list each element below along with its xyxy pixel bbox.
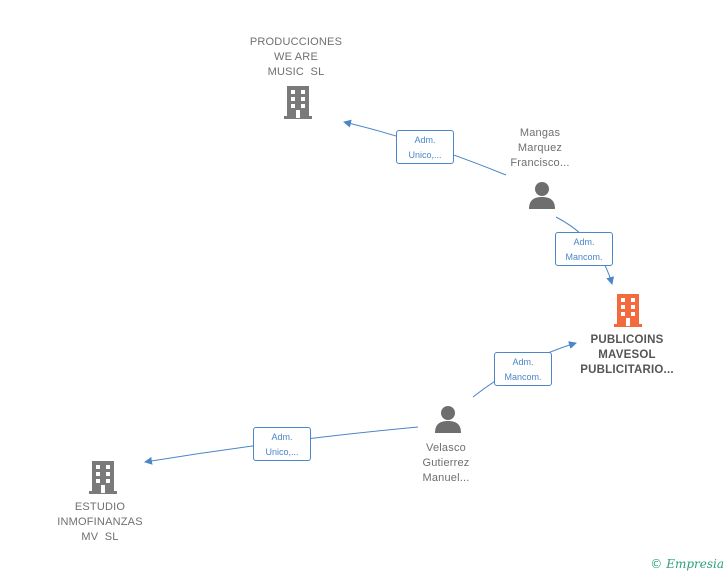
node-label-publicoins[interactable]: PUBLICOINS MAVESOL PUBLICITARIO...: [566, 333, 688, 378]
node-label-line: PUBLICOINS: [590, 334, 664, 346]
building-icon[interactable]: [282, 84, 314, 120]
node-label-line: ESTUDIO: [74, 501, 126, 513]
edge-label-line: Unico,...: [265, 447, 299, 457]
node-label-line: Manuel...: [422, 472, 470, 484]
edge-label-line: Adm.: [271, 432, 293, 442]
edge-label-line: Unico,...: [408, 150, 442, 160]
node-label-line: INMOFINANZAS: [57, 516, 143, 528]
node-label-line: Velasco: [426, 442, 466, 454]
node-label-producciones[interactable]: PRODUCCIONES WE ARE MUSIC SL: [236, 35, 356, 80]
node-label-line: Mangas: [519, 127, 561, 139]
node-label-line: PUBLICITARIO...: [580, 364, 674, 376]
edge-label-line: Mancom.: [565, 252, 603, 262]
brand-logo-text: Empresia: [666, 557, 724, 571]
node-label-mangas[interactable]: Mangas Marquez Francisco...: [488, 126, 592, 171]
edge-label-mangas-producciones[interactable]: Adm. Unico,...: [396, 130, 454, 164]
edge-label-line: Adm.: [414, 135, 436, 145]
node-label-line: PRODUCCIONES: [249, 36, 343, 48]
building-icon[interactable]: [87, 459, 119, 495]
edge-label-velasco-estudio[interactable]: Adm. Unico,...: [253, 427, 311, 461]
edge-label-velasco-publicoins[interactable]: Adm. Mancom.: [494, 352, 552, 386]
person-icon[interactable]: [527, 180, 557, 210]
node-label-line: Marquez: [517, 142, 563, 154]
node-label-line: WE ARE: [274, 51, 318, 63]
person-icon[interactable]: [433, 404, 463, 434]
node-label-velasco[interactable]: Velasco Gutierrez Manuel...: [394, 441, 498, 486]
brand-watermark: ©Empresia: [650, 557, 724, 571]
node-label-line: MAVESOL: [598, 349, 656, 361]
node-label-line: MV SL: [81, 531, 119, 543]
edge-label-line: Mancom.: [504, 372, 542, 382]
copyright-icon: ©: [650, 557, 663, 571]
edge-label-mangas-publicoins[interactable]: Adm. Mancom.: [555, 232, 613, 266]
node-label-line: MUSIC SL: [267, 66, 325, 78]
node-label-line: Francisco...: [510, 157, 570, 169]
building-highlight-icon[interactable]: [612, 292, 644, 328]
node-label-estudio[interactable]: ESTUDIO INMOFINANZAS MV SL: [40, 500, 160, 545]
node-label-line: Gutierrez: [422, 457, 470, 469]
edge-label-line: Adm.: [512, 357, 534, 367]
edge-label-line: Adm.: [573, 237, 595, 247]
